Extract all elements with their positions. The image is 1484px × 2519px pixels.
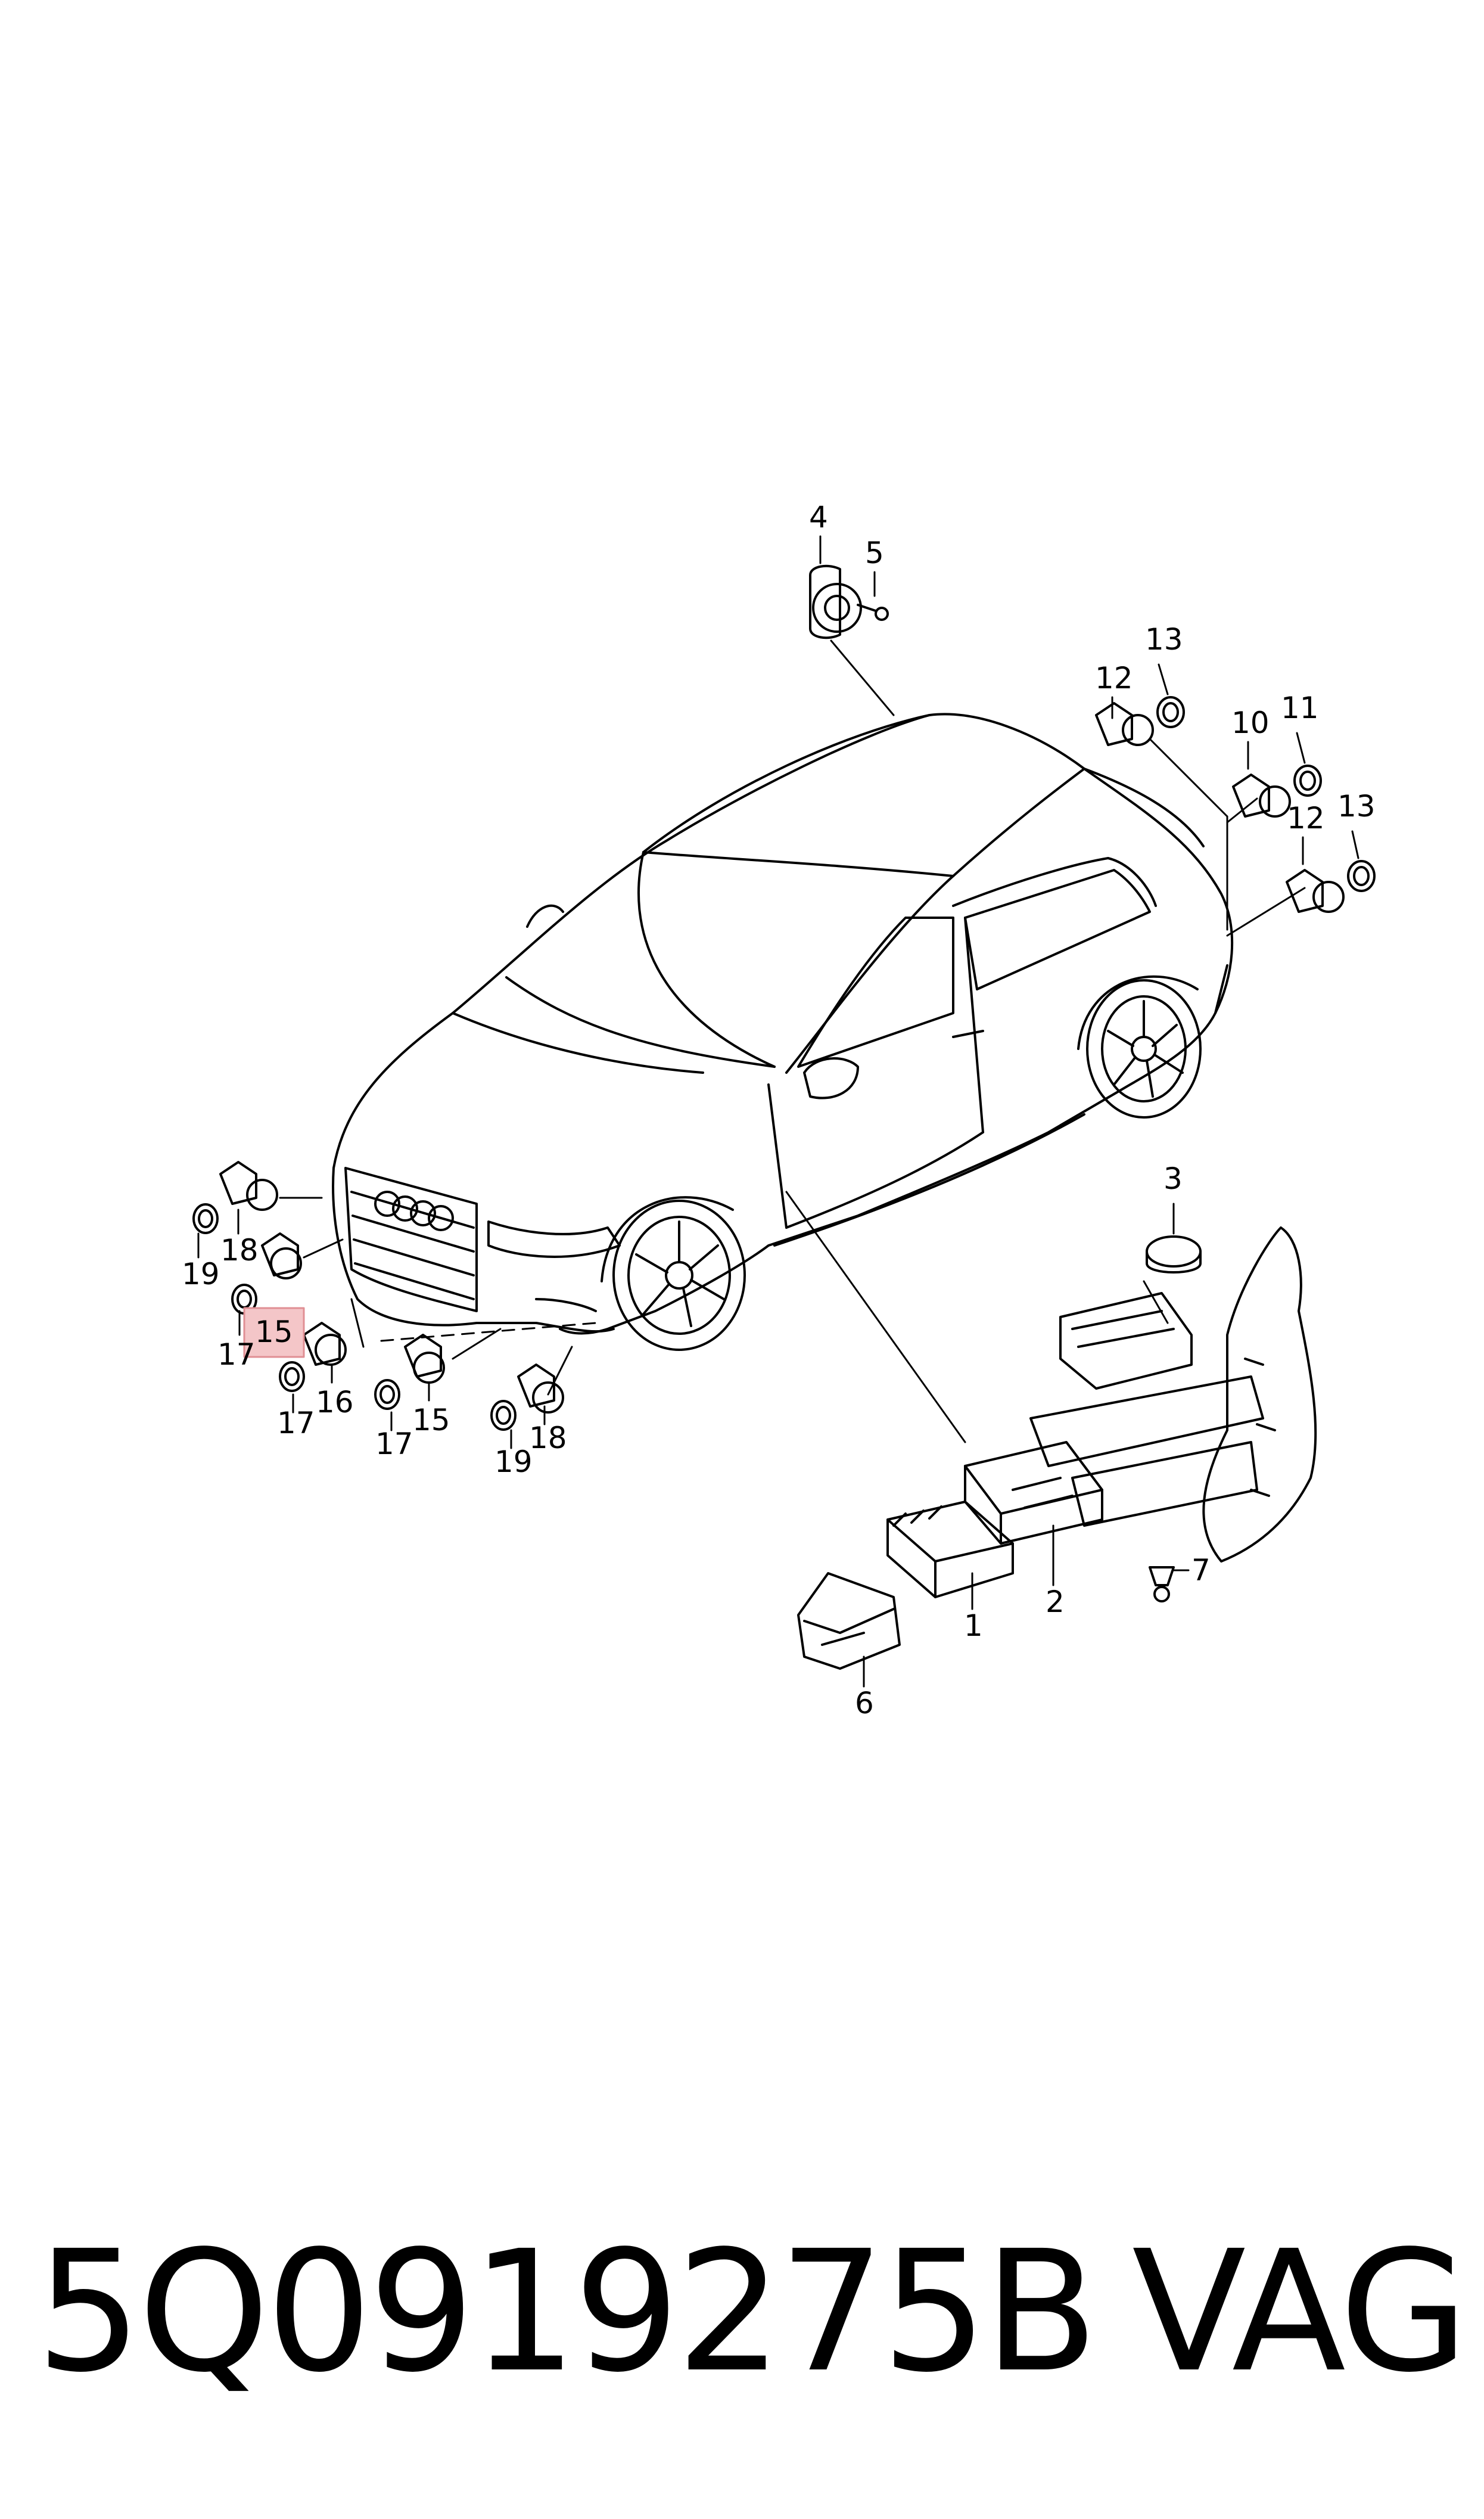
buzzer-part [1146, 1235, 1202, 1274]
rear-sensor-12-bottom [1286, 869, 1345, 913]
ring-19-left [192, 1203, 219, 1234]
ring-13-bottom [1347, 860, 1376, 892]
front-sensor-18-left [219, 1161, 278, 1211]
callout-15-highlighted: 15 [255, 1315, 293, 1349]
callout-18-left: 18 [220, 1233, 259, 1268]
callout-2: 2 [1046, 1585, 1065, 1619]
callout-4: 4 [809, 500, 828, 535]
part-number: 5Q0919275B [36, 2215, 1099, 2409]
callout-17-lower: 17 [375, 1427, 413, 1461]
ring-13-top [1156, 696, 1185, 728]
callout-17-middle: 17 [277, 1406, 315, 1440]
ring-17-middle [279, 1361, 305, 1392]
callout-19-right: 19 [494, 1445, 533, 1479]
callout-10: 10 [1231, 706, 1270, 740]
callout-1: 1 [964, 1608, 983, 1643]
callout-7: 7 [1191, 1553, 1211, 1588]
front-sensor-15-lower [404, 1334, 445, 1384]
car-illustration [332, 713, 1234, 1351]
front-sensor-15-upper [261, 1232, 302, 1279]
brand-name: VAG [1132, 2215, 1469, 2409]
callout-18-right: 18 [529, 1421, 567, 1455]
rear-sensor-10 [1232, 774, 1291, 818]
callout-5: 5 [865, 536, 884, 570]
callout-labels: 4 5 12 13 10 11 12 13 18 19 15 17 16 17 … [182, 500, 1376, 1720]
callout-3: 3 [1163, 1161, 1183, 1196]
callout-17-upper: 17 [217, 1337, 256, 1372]
parts [192, 564, 1376, 1670]
ring-17-lower [374, 1379, 400, 1410]
callout-19-left: 19 [182, 1257, 220, 1291]
callout-12-bottom: 12 [1287, 801, 1325, 835]
callout-6: 6 [855, 1686, 874, 1720]
control-unit-2 [964, 1441, 1103, 1545]
callout-16: 16 [316, 1385, 354, 1420]
clip-part-7 [1149, 1566, 1175, 1602]
ring-19-right [490, 1400, 517, 1431]
bracket-assembly [1029, 1226, 1317, 1563]
rear-sensor-12-top [1095, 702, 1154, 746]
front-sensor-18-right [517, 1363, 564, 1414]
speaker-part [809, 564, 862, 639]
mount-bracket-6 [797, 1572, 901, 1670]
callout-13-top: 13 [1145, 622, 1183, 657]
screw-part [857, 604, 889, 621]
callout-11: 11 [1281, 691, 1319, 725]
leader-lines [279, 639, 1306, 1443]
control-unit-1 [886, 1501, 1014, 1598]
front-sensor-16 [303, 1322, 347, 1366]
callout-ticks [197, 535, 1359, 1688]
callout-12-top: 12 [1095, 661, 1133, 695]
highlight-box [243, 1307, 305, 1358]
callout-15-lower: 15 [412, 1403, 450, 1437]
ring-11 [1293, 765, 1322, 797]
callout-13-bottom: 13 [1337, 789, 1376, 824]
